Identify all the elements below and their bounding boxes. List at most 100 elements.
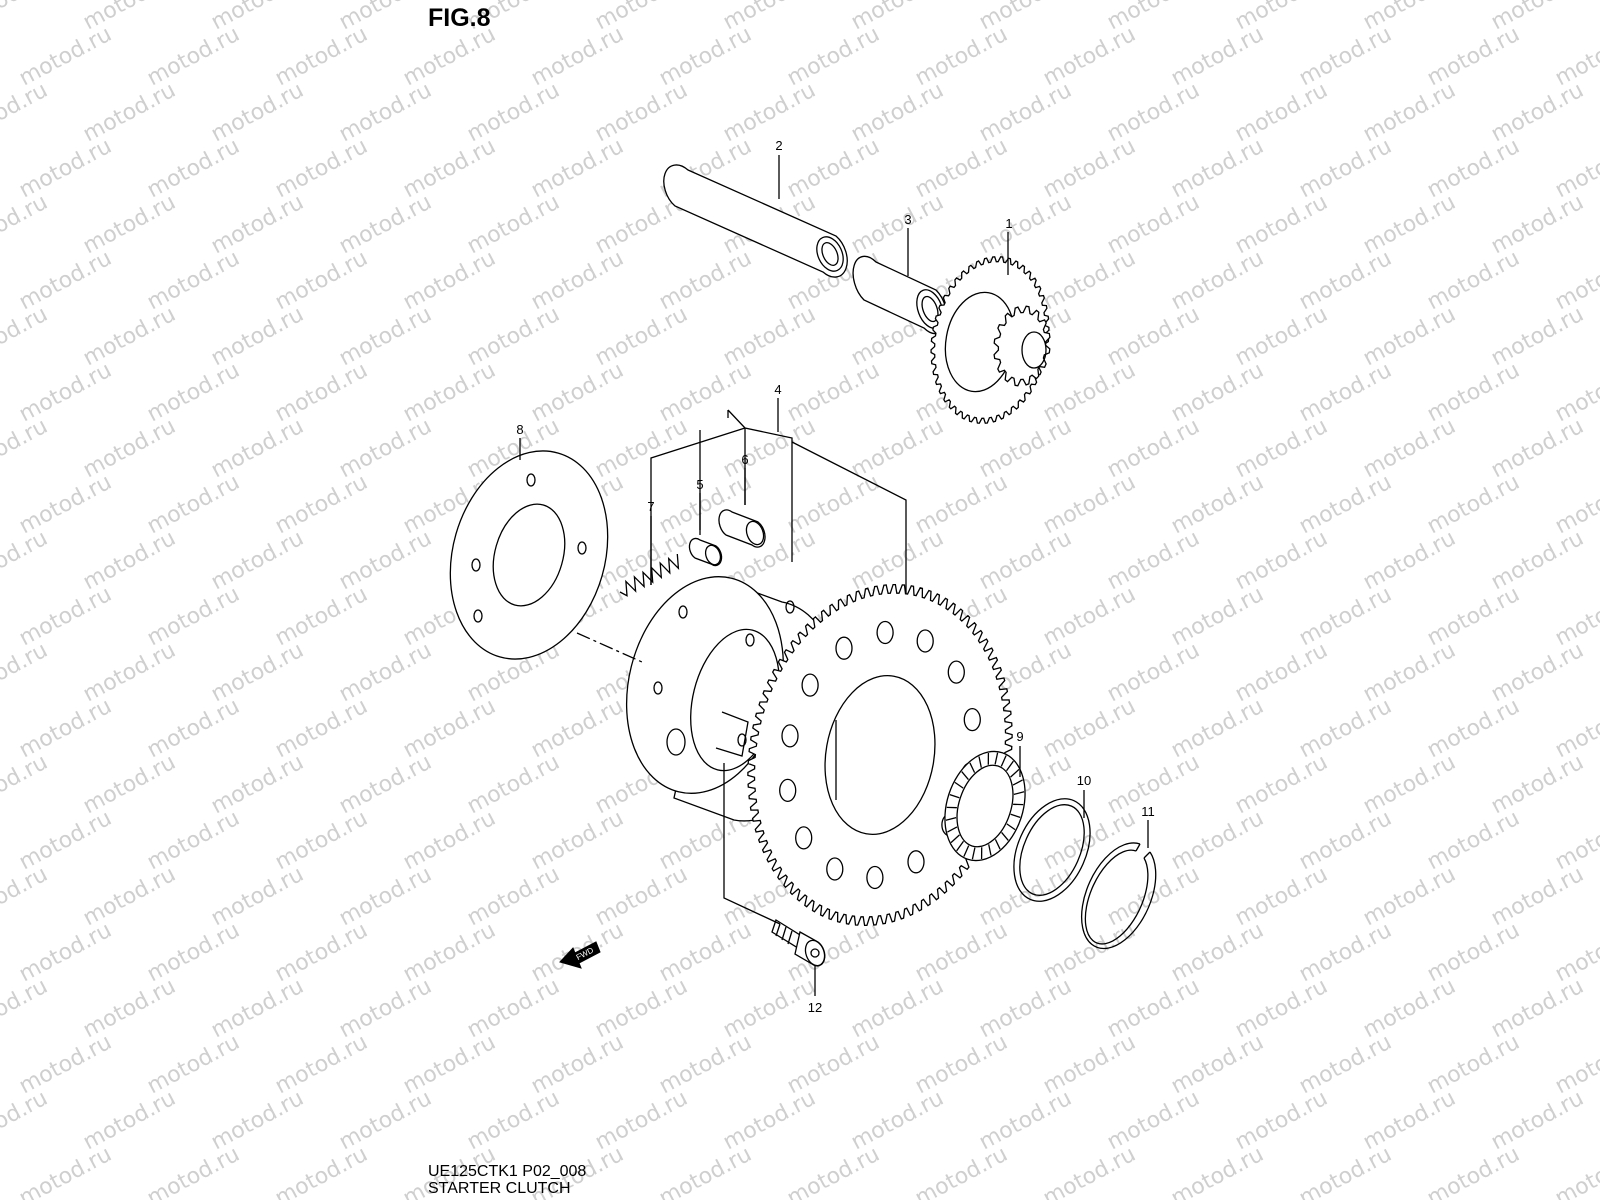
watermark-text: motod.ru: [847, 526, 948, 595]
part-label-5[interactable]: 5: [696, 477, 703, 492]
watermark-text: motod.ru: [1039, 1142, 1140, 1200]
watermark-text: motod.ru: [1295, 694, 1396, 763]
roller-part-5[interactable]: [688, 537, 723, 567]
watermark-text: motod.ru: [975, 526, 1076, 595]
washer-part-10[interactable]: [999, 787, 1105, 913]
part-label-11[interactable]: 11: [1141, 804, 1155, 819]
figure-title: FIG.8: [428, 4, 491, 32]
watermark-text: motod.ru: [15, 918, 116, 987]
part-label-7[interactable]: 7: [647, 499, 654, 514]
part-label-9[interactable]: 9: [1016, 729, 1023, 744]
gear-hole: [907, 850, 925, 874]
watermark-text: motod.ru: [1167, 470, 1268, 539]
watermark-text: motod.ru: [463, 862, 564, 931]
part-label-12[interactable]: 12: [808, 1000, 822, 1015]
watermark-text: motod.ru: [271, 582, 372, 651]
watermark-text: motod.ru: [79, 78, 180, 147]
part-label-10[interactable]: 10: [1077, 773, 1091, 788]
shaft-part-2[interactable]: [663, 164, 848, 278]
watermark-text: motod.ru: [335, 302, 436, 371]
idler-gear-part-1[interactable]: [930, 256, 1051, 424]
watermark-text: motod.ru: [1167, 358, 1268, 427]
part-label-1[interactable]: 1: [1005, 216, 1012, 231]
watermark-text: motod.ru: [591, 1086, 692, 1155]
watermark-text: motod.ru: [1167, 806, 1268, 875]
part-label-2[interactable]: 2: [775, 138, 782, 153]
bolt-part-12[interactable]: [771, 919, 828, 968]
watermark-text: motod.ru: [1359, 750, 1460, 819]
watermark-text: motod.ru: [271, 358, 372, 427]
watermark-text: motod.ru: [335, 974, 436, 1043]
watermark-text: motod.ru: [0, 638, 52, 707]
watermark-text: motod.ru: [1487, 414, 1588, 483]
cap-part-6[interactable]: [718, 509, 767, 548]
watermark-text: motod.ru: [335, 414, 436, 483]
watermark-text: motod.ru: [143, 694, 244, 763]
bearing-needle: [1010, 813, 1021, 819]
watermark-text: motod.ru: [1231, 302, 1332, 371]
part-label-4[interactable]: 4: [774, 382, 781, 397]
part-label-8[interactable]: 8: [516, 422, 523, 437]
watermark-text: motod.ru: [1167, 1030, 1268, 1099]
watermark-text: motod.ru: [207, 414, 308, 483]
plate-part-8[interactable]: [427, 432, 632, 678]
watermark-text: motod.ru: [0, 750, 52, 819]
watermark-text: motod.ru: [399, 806, 500, 875]
watermark-text: motod.ru: [15, 358, 116, 427]
watermark-text: motod.ru: [1167, 918, 1268, 987]
watermark-text: motod.ru: [1295, 1142, 1396, 1200]
watermark-text: motod.ru: [1487, 1086, 1588, 1155]
watermark-text: motod.ru: [15, 1030, 116, 1099]
watermark-text: motod.ru: [1295, 1030, 1396, 1099]
watermark-text: motod.ru: [1039, 918, 1140, 987]
bearing-needle: [945, 816, 957, 821]
watermark-text: motod.ru: [527, 806, 628, 875]
watermark-text: motod.ru: [143, 918, 244, 987]
watermark-text: motod.ru: [1231, 190, 1332, 259]
gear-hole: [876, 620, 894, 645]
watermark-text: motod.ru: [1487, 974, 1588, 1043]
watermark-text: motod.ru: [911, 918, 1012, 987]
watermark-text: motod.ru: [15, 22, 116, 91]
watermark-text: motod.ru: [527, 694, 628, 763]
watermark-text: motod.ru: [1423, 582, 1524, 651]
spring-part-7[interactable]: [619, 553, 680, 597]
watermark-text: motod.ru: [399, 694, 500, 763]
starter-driven-gear[interactable]: [747, 583, 1013, 927]
watermark-text: motod.ru: [1167, 582, 1268, 651]
watermark-text: motod.ru: [143, 1142, 244, 1200]
watermark-text: motod.ru: [1103, 862, 1204, 931]
needle-bearing-part-9[interactable]: [932, 741, 1039, 871]
watermark-text: motod.ru: [79, 414, 180, 483]
watermark-text: motod.ru: [591, 862, 692, 931]
watermark-text: motod.ru: [1487, 638, 1588, 707]
watermark-text: motod.ru: [399, 134, 500, 203]
watermark-text: motod.ru: [79, 302, 180, 371]
watermark-text: motod.ru: [1039, 134, 1140, 203]
watermark-text: motod.ru: [1295, 470, 1396, 539]
part-labels: 2 3 1 4 8 6 5 7 9 10 11 12: [516, 138, 1154, 1015]
circlip-part-11[interactable]: [1080, 842, 1157, 950]
watermark-text: motod.ru: [1359, 190, 1460, 259]
watermark-text: motod.ru: [1039, 1030, 1140, 1099]
watermark-text: motod.ru: [1487, 862, 1588, 931]
watermark-text: motod.ru: [271, 1142, 372, 1200]
part-label-6[interactable]: 6: [741, 452, 748, 467]
watermark-text: motod.ru: [1231, 526, 1332, 595]
watermark-text: motod.ru: [1359, 862, 1460, 931]
watermark-text: motod.ru: [1423, 134, 1524, 203]
watermark-text: motod.ru: [79, 862, 180, 931]
gear-hole: [795, 826, 813, 850]
bearing-needle: [994, 752, 999, 765]
watermark-text: motod.ru: [1167, 22, 1268, 91]
watermark-text: motod.ru: [1039, 246, 1140, 315]
watermark-text: motod.ru: [399, 246, 500, 315]
part-label-3[interactable]: 3: [904, 212, 911, 227]
watermark-text: motod.ru: [1167, 1142, 1268, 1200]
watermark-text: motod.ru: [1103, 302, 1204, 371]
watermark-text: motod.ru: [1295, 918, 1396, 987]
watermark-text: motod.ru: [1423, 1030, 1524, 1099]
watermark-text: motod.ru: [15, 470, 116, 539]
watermark-text: motod.ru: [1231, 1086, 1332, 1155]
watermark-text: motod.ru: [0, 414, 52, 483]
